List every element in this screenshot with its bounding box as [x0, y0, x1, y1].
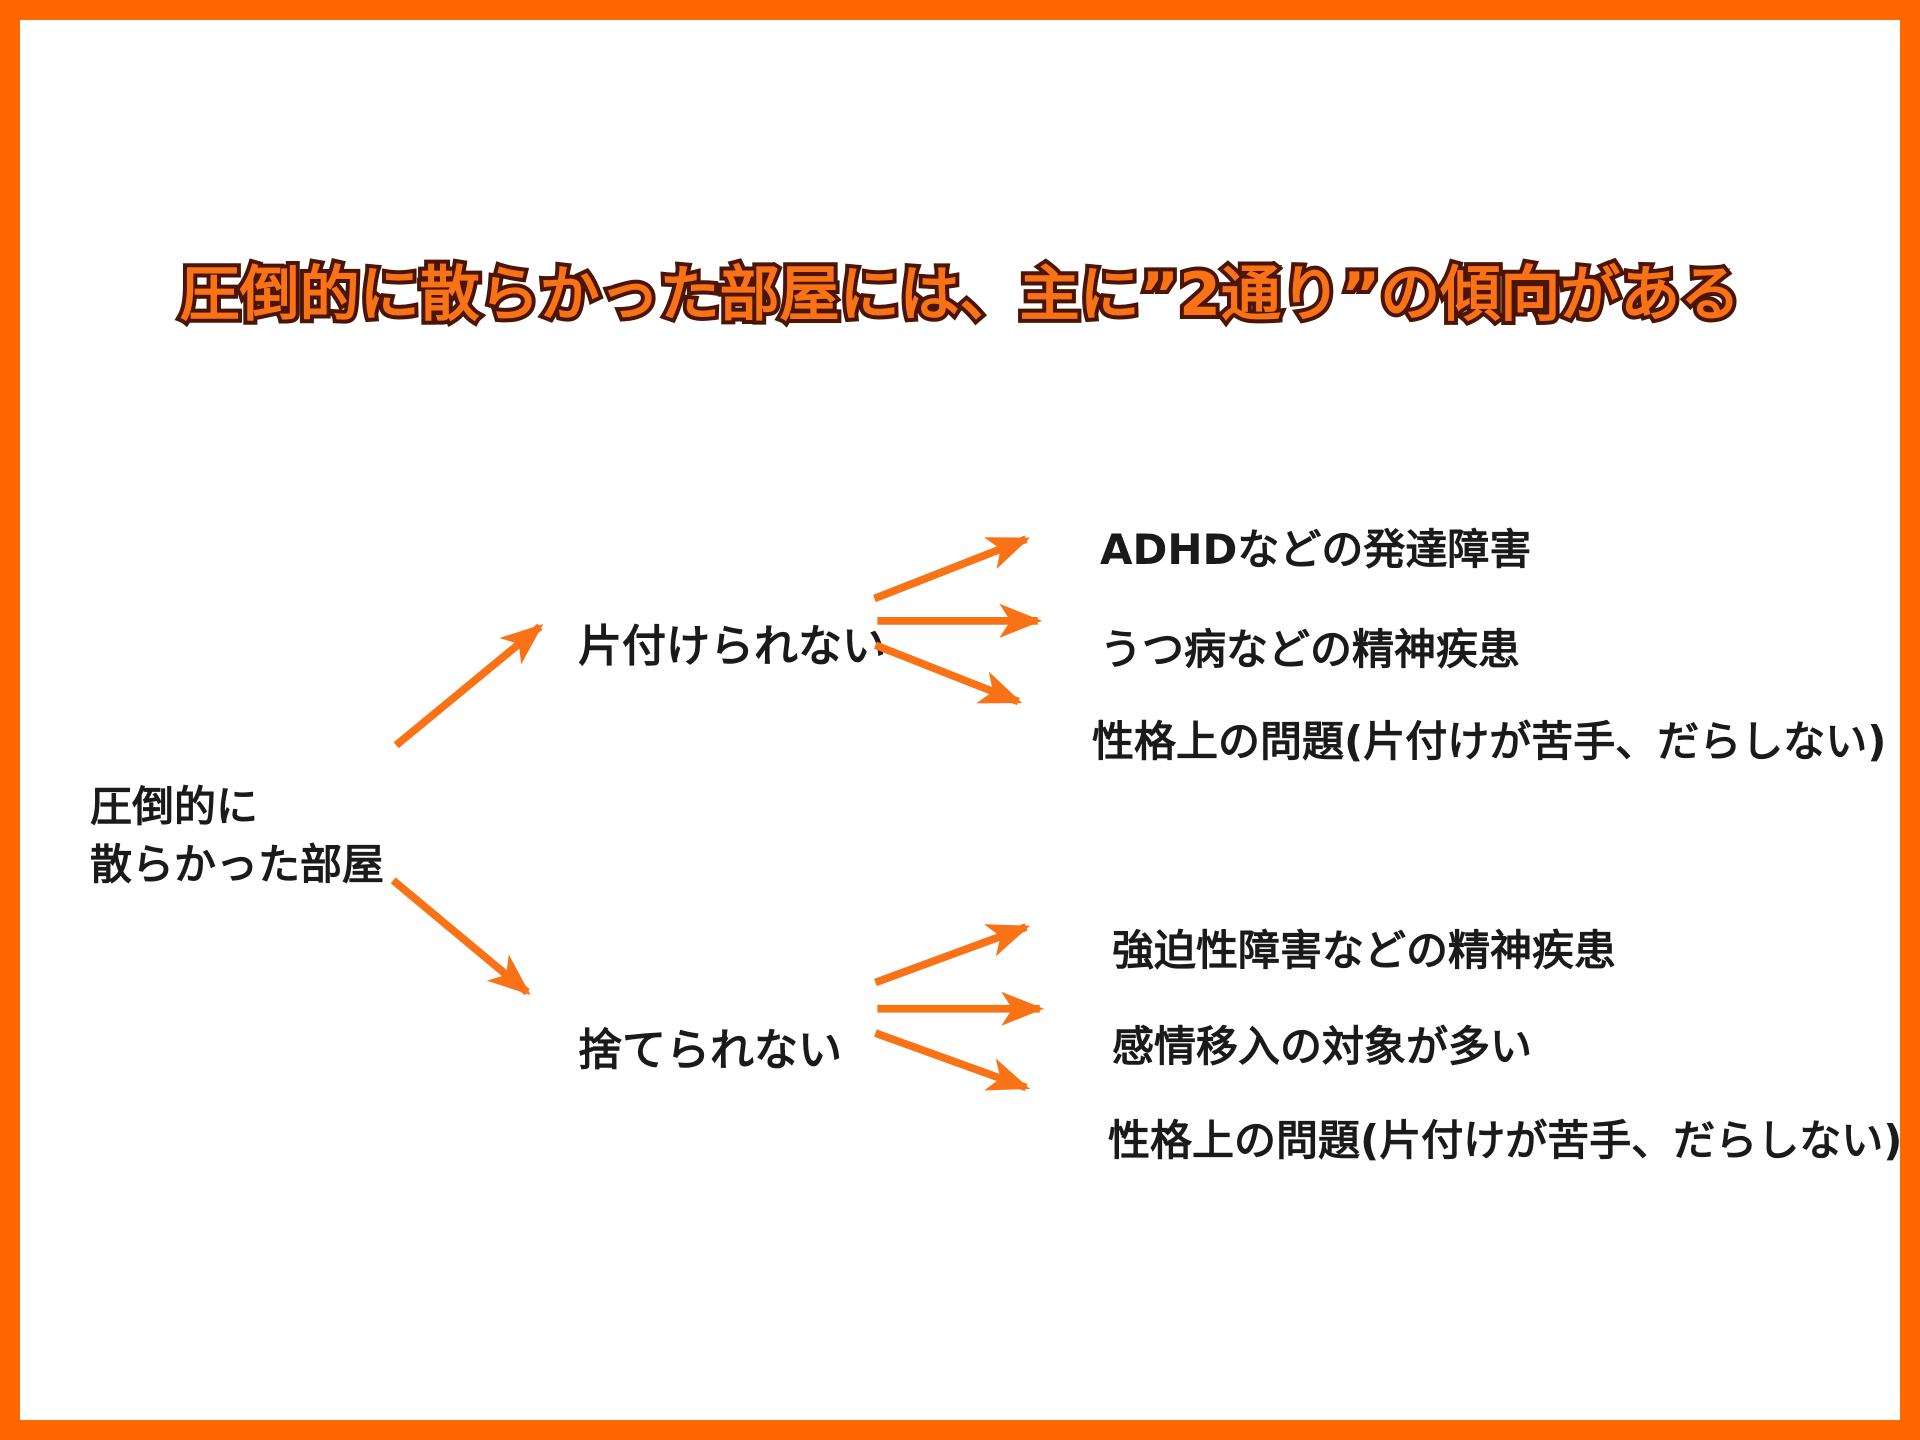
branch-cannot-tidy: 片付けられない [578, 621, 886, 672]
page-title: 圧倒的に散らかった部屋には、主に”2通り”の傾向がある [176, 256, 1745, 334]
branch-cannot-discard: 捨てられない [578, 1025, 842, 1076]
arrow-discard-to-ocd-icon [874, 923, 1031, 987]
leaf-personality-problem-tidy: 性格上の問題(片付けが苦手、だらしない) [1092, 717, 1887, 766]
root-node-line-2: 散らかった部屋 [90, 840, 385, 889]
leaf-adhd-developmental-disorder: ADHDなどの発達障害 [1100, 525, 1532, 574]
leaf-depression-mental-illness: うつ病などの精神疾患 [1100, 625, 1521, 674]
arrow-root-to-cannot-discard-icon [390, 877, 531, 996]
arrow-tidy-to-adhd-icon [873, 535, 1031, 603]
root-node-line-1: 圧倒的に [90, 782, 259, 831]
leaf-personality-problem-discard: 性格上の問題(片付けが苦手、だらしない) [1108, 1116, 1903, 1165]
leaf-ocd-mental-illness: 強迫性障害などの精神疾患 [1112, 926, 1617, 975]
arrow-tidy-to-personality-icon [873, 641, 1023, 706]
arrow-discard-to-personality-icon [874, 1029, 1031, 1092]
arrow-root-to-cannot-tidy-icon [393, 623, 544, 749]
leaf-emotional-attachment: 感情移入の対象が多い [1112, 1022, 1533, 1071]
root-node: 圧倒的に 散らかった部屋 [90, 778, 384, 894]
